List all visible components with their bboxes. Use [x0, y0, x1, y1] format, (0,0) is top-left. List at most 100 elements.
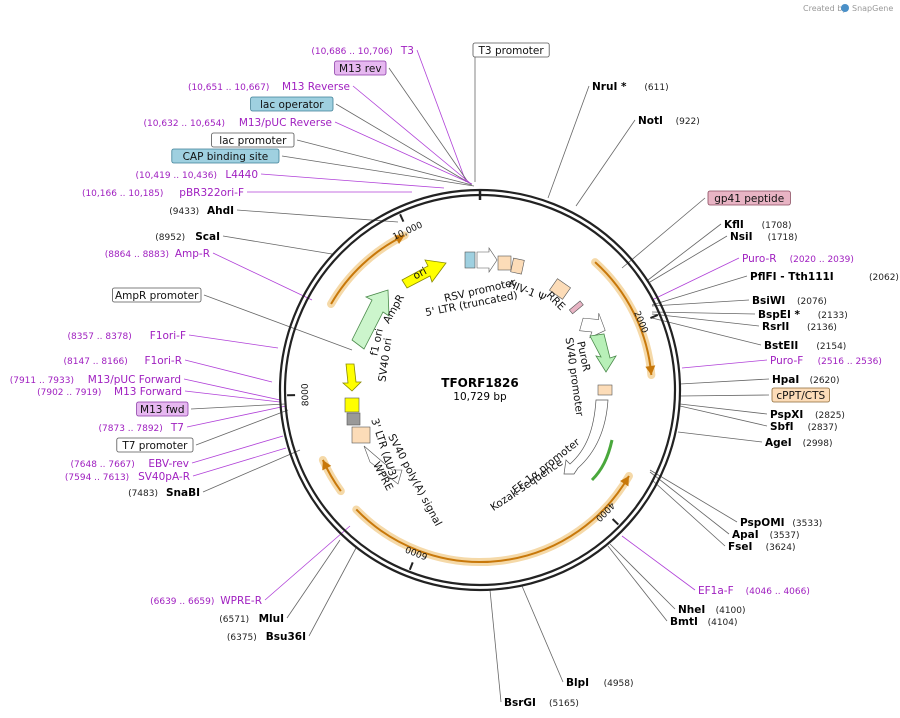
l4440-label[interactable]: L4440(10,419 .. 10,436) — [136, 169, 258, 181]
nrui-label[interactable]: NruI *(611) — [592, 81, 669, 93]
lac-operator-label[interactable]: lac operator — [250, 96, 334, 112]
rsrii-connector — [651, 313, 760, 327]
m13-rev-label[interactable]: M13 rev — [334, 60, 387, 76]
m13-puc-forward-label[interactable]: M13/pUC Forward(7911 .. 7933) — [10, 374, 181, 386]
t7-promoter-label[interactable]: T7 promoter — [116, 437, 194, 453]
puro-r-label[interactable]: Puro-R(2020 .. 2039) — [742, 253, 854, 265]
orf-bottom-arrow[interactable] — [355, 475, 630, 563]
sbfi-label[interactable]: SbfI(2837) — [770, 421, 838, 433]
m13-reverse-label[interactable]: M13 Reverse(10,651 .. 10,667) — [188, 81, 350, 93]
t7-label[interactable]: T7(7873 .. 7892) — [99, 422, 184, 434]
nrui-position: (611) — [644, 83, 668, 93]
bsiwi-connector — [651, 299, 750, 307]
lac-operator-box — [250, 96, 334, 112]
bsu36i-name: Bsu36I — [266, 631, 306, 643]
f1ori-r-label[interactable]: F1ori-R(8147 .. 8166) — [64, 355, 182, 367]
hpai-position: (2620) — [810, 376, 840, 386]
pspomi-connector — [649, 469, 738, 523]
mlui-label[interactable]: MluI(6571) — [219, 613, 284, 625]
bsteii-label[interactable]: BstEII(2154) — [764, 340, 846, 352]
pspxi-label[interactable]: PspXI(2825) — [770, 409, 845, 421]
agei-label[interactable]: AgeI(2998) — [765, 437, 833, 449]
pbr322ori-f-label[interactable]: pBR322ori-F(10,166 .. 10,185) — [82, 187, 244, 199]
t3-promoter-label[interactable]: T3 promoter — [472, 42, 550, 58]
ef1a-f-label[interactable]: EF1a-F(4046 .. 4066) — [698, 585, 810, 597]
pflfi-tth111i-label[interactable]: PflFI - Tth111I(2062) — [750, 271, 899, 283]
f1-ori-arrow[interactable] — [341, 363, 362, 392]
hpai-label[interactable]: HpaI(2620) — [772, 374, 840, 386]
cap-binding-site-label[interactable]: CAP binding site — [171, 148, 280, 164]
credit-brand: SnapGene — [852, 4, 893, 13]
bsiwi-label[interactable]: BsiWI(2076) — [752, 295, 827, 307]
orf-left-upper-arrow[interactable] — [330, 234, 406, 305]
ltr3-block[interactable] — [351, 426, 371, 444]
mlui-connector — [286, 539, 341, 619]
scai-label[interactable]: ScaI(8952) — [155, 231, 220, 243]
cap-binding-site-connector — [281, 155, 475, 187]
ori-arrow[interactable] — [401, 259, 447, 289]
nsii-label[interactable]: NsiI(1718) — [730, 231, 798, 243]
sv40-promoter-arrow[interactable] — [578, 309, 610, 342]
fsei-label[interactable]: FseI(3624) — [728, 541, 796, 553]
pspomi-label[interactable]: PspOMI(3533) — [740, 517, 822, 529]
orf-right-upper-arrow[interactable] — [594, 261, 653, 376]
wpre-block[interactable] — [363, 445, 403, 485]
orf-left-lower-arrowhead — [322, 459, 332, 471]
bsrgi-label[interactable]: BsrGI(5165) — [504, 697, 579, 709]
noti-label[interactable]: NotI(922) — [638, 115, 700, 127]
m13-puc-reverse-label[interactable]: M13/pUC Reverse(10,632 .. 10,654) — [144, 117, 332, 129]
gp41-peptide-box — [707, 190, 791, 206]
ampr-promoter-label[interactable]: AmpR promoter — [112, 287, 202, 303]
ebv-rev-connector — [191, 435, 284, 464]
apai-label[interactable]: ApaI(3537) — [732, 529, 800, 541]
kfli-label[interactable]: KflI(1708) — [724, 219, 792, 231]
blpi-label[interactable]: BlpI(4958) — [566, 677, 634, 689]
rsrii-label[interactable]: RsrII(2136) — [762, 321, 837, 333]
cppt-cts-label[interactable]: cPPT/CTS — [771, 387, 830, 403]
hiv-psi-block[interactable] — [510, 257, 525, 275]
bsrgi-position: (5165) — [549, 699, 579, 709]
pbr322ori-f-name: pBR322ori-F — [179, 187, 244, 199]
blpi-position: (4958) — [604, 679, 634, 689]
ampr-arrow[interactable] — [351, 289, 390, 350]
ef1a-promoter-arrow[interactable] — [563, 399, 609, 475]
apai-connector — [649, 471, 730, 535]
m13-puc-reverse-position: (10,632 .. 10,654) — [144, 119, 225, 129]
m13-forward-label[interactable]: M13 Forward(7902 .. 7919) — [37, 386, 182, 398]
t7-position: (7873 .. 7892) — [99, 424, 163, 434]
tick-2000 — [650, 314, 659, 319]
sv40pa-r-label[interactable]: SV40pA-R(7594 .. 7613) — [65, 471, 190, 483]
sbfi-position: (2837) — [808, 423, 838, 433]
sv40-ori-block[interactable] — [344, 397, 360, 413]
bspei-label[interactable]: BspEI *(2133) — [758, 309, 848, 321]
gp41-block[interactable] — [568, 300, 584, 315]
lac-promoter-label[interactable]: lac promoter — [211, 132, 295, 148]
wpre-r-label[interactable]: WPRE-R(6639 .. 6659) — [150, 595, 262, 607]
puro-f-label[interactable]: Puro-F(2516 .. 2536) — [770, 355, 882, 367]
scai-name: ScaI — [195, 231, 220, 243]
f1ori-f-position: (8357 .. 8378) — [68, 332, 132, 342]
amp-r-label[interactable]: Amp-R(8864 .. 8883) — [105, 248, 210, 260]
nhei-label[interactable]: NheI(4100) — [678, 604, 746, 616]
gp41-peptide-label[interactable]: gp41 peptide — [707, 190, 791, 206]
rre-block[interactable] — [549, 278, 571, 300]
lac-operator-connector — [335, 103, 472, 185]
m13-fwd-label[interactable]: M13 fwd — [136, 401, 189, 417]
m13-fwd-connector — [190, 403, 286, 410]
rsv-promoter-arrow[interactable] — [476, 247, 498, 273]
ebv-rev-label[interactable]: EBV-rev(7648 .. 7667) — [71, 458, 189, 470]
lac-operator-block[interactable] — [464, 251, 476, 269]
cppt-block[interactable] — [597, 384, 613, 396]
agei-position: (2998) — [803, 439, 833, 449]
f1ori-f-label[interactable]: F1ori-F(8357 .. 8378) — [68, 330, 186, 342]
sv40-polya-block[interactable] — [346, 412, 361, 426]
ahdi-label[interactable]: AhdI(9433) — [169, 205, 234, 217]
puror-arrow[interactable] — [589, 333, 617, 373]
t3-label[interactable]: T3(10,686 .. 10,706) — [311, 45, 414, 57]
ltr5-block[interactable] — [497, 255, 512, 271]
m13-reverse-connector — [352, 85, 471, 184]
bsu36i-label[interactable]: Bsu36I(6375) — [227, 631, 306, 643]
puro-r-connector — [651, 257, 740, 301]
bmti-label[interactable]: BmtI(4104) — [670, 616, 738, 628]
snabi-label[interactable]: SnaBI(7483) — [128, 487, 200, 499]
